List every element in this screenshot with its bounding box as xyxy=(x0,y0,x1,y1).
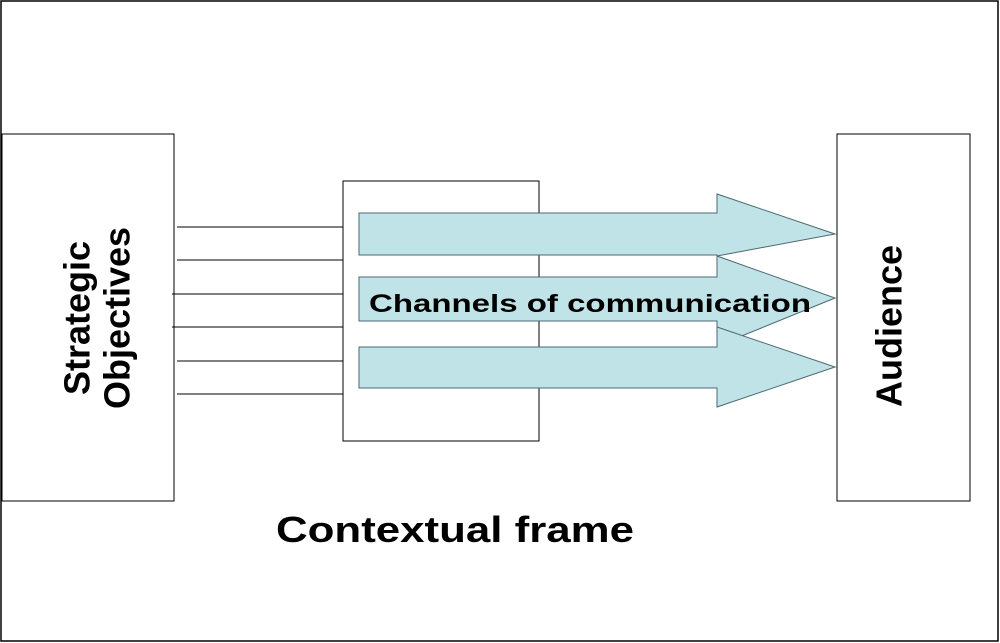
connector-lines xyxy=(172,226,343,395)
strategic-label: Strategic xyxy=(57,241,98,395)
channel-arrows xyxy=(358,193,837,408)
audience-label: Audience xyxy=(869,245,910,407)
objectives-label: Objectives xyxy=(97,227,138,409)
strategic-objectives-label: Strategic Objectives xyxy=(57,227,138,409)
contextual-frame-label: Contextual frame xyxy=(276,509,634,550)
channel-arrow-top xyxy=(358,193,837,257)
channel-arrow-middle xyxy=(358,255,837,347)
audience-box xyxy=(836,133,971,502)
channels-label: Channels of communication xyxy=(369,290,811,318)
channel-arrow-bottom xyxy=(358,326,837,408)
strategic-objectives-box xyxy=(1,133,175,502)
